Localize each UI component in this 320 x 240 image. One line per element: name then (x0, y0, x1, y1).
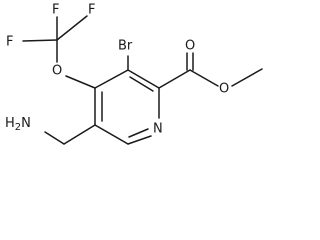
atom-label-f-right: F (88, 3, 95, 18)
nh2-subscript: 2 (15, 122, 21, 133)
atom-label-f-left: F (6, 35, 13, 50)
bond-ch2-n (44, 131, 65, 145)
atom-labels: F F F O Br O O N H2N (5, 3, 229, 137)
bond-ring-c3-c2 (127, 69, 160, 89)
atom-label-n-ring: N (153, 122, 163, 137)
molecule-structure: F F F O Br O O N H2N (5, 3, 263, 145)
bond-c2-carbonyl (158, 69, 191, 89)
atom-label-o-carbonyl: O (185, 39, 195, 54)
bond-ring-n-c6-inner (128, 128, 149, 138)
bond-ring-c3-c2-inner (129, 76, 154, 92)
bond-ring-c6-c5 (94, 124, 129, 145)
canvas: F F F O Br O O N H2N (5, 2, 263, 145)
bond-o-methyl (231, 68, 263, 87)
bond-o-ring (65, 75, 96, 89)
nh2-h: H (5, 116, 15, 131)
bond-ring-c4-c3 (94, 69, 129, 89)
bond-c-f-right (56, 15, 88, 41)
atom-label-nh2: H2N (5, 116, 31, 134)
atom-label-br: Br (118, 39, 133, 54)
bond-c-f-left (22, 39, 58, 42)
bond-c-o-ester (189, 69, 219, 87)
atom-label-f-top: F (52, 3, 59, 18)
nh2-n: N (21, 116, 31, 131)
bonds (22, 15, 263, 145)
bond-ring-n-c6 (127, 135, 152, 145)
atom-label-o-ether: O (52, 64, 62, 79)
atom-label-o-ester: O (219, 82, 229, 97)
bond-c5-ch2 (63, 124, 96, 145)
